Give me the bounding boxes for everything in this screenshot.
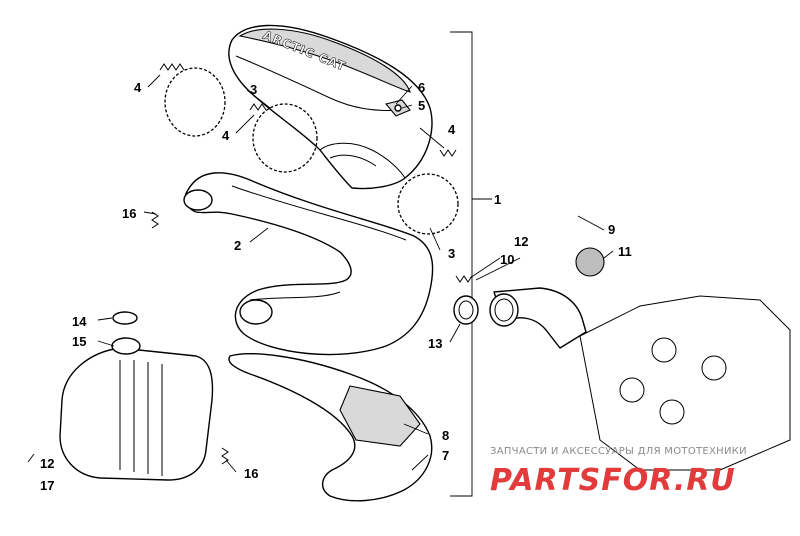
callout-9: 9 [608, 222, 615, 237]
callout-11: 11 [618, 244, 632, 259]
callout-16-upper: 16 [122, 206, 136, 221]
callout-4-right: 4 [448, 122, 456, 137]
callout-6: 6 [418, 80, 425, 95]
callout-12-bottom: 12 [40, 456, 54, 471]
exhaust-springs [151, 63, 473, 465]
callout-4-middle: 4 [222, 128, 230, 143]
heat-shield: ARCTIC CAT [228, 24, 433, 190]
lower-heat-shield [228, 353, 433, 502]
callout-labels: 1 2 3 3 4 4 4 5 6 7 8 9 10 11 12 12 13 1… [40, 80, 632, 493]
callout-16-lower: 16 [244, 466, 258, 481]
callout-2: 2 [234, 238, 241, 253]
callout-17: 17 [40, 478, 54, 493]
callout-4-left: 4 [134, 80, 142, 95]
engine-block [579, 295, 791, 471]
callout-5: 5 [418, 98, 425, 113]
muffler [59, 311, 214, 481]
expansion-chamber [183, 172, 434, 356]
callout-1: 1 [494, 192, 501, 207]
watermark-logo: PARTSFOR.RU [490, 463, 736, 498]
callout-8: 8 [442, 428, 449, 443]
callout-14: 14 [72, 314, 87, 329]
leader-lines [27, 74, 614, 473]
gasket-disc [575, 247, 605, 277]
exhaust-clamp-rings [164, 67, 459, 235]
watermark: ЗАПЧАСТИ И АКСЕССУАРЫ ДЛЯ МОТОТЕХНИКИ PA… [490, 446, 747, 498]
callout-13: 13 [428, 336, 442, 351]
exhaust-coupler [453, 287, 587, 349]
callout-3-upper: 3 [250, 82, 257, 97]
assembly-bracket [450, 31, 492, 497]
callout-7: 7 [442, 448, 449, 463]
watermark-subtitle: ЗАПЧАСТИ И АКСЕССУАРЫ ДЛЯ МОТОТЕХНИКИ [490, 446, 747, 457]
callout-12-top: 12 [514, 234, 528, 249]
callout-15: 15 [72, 334, 86, 349]
callout-3-lower: 3 [448, 246, 455, 261]
callout-10: 10 [500, 252, 514, 267]
